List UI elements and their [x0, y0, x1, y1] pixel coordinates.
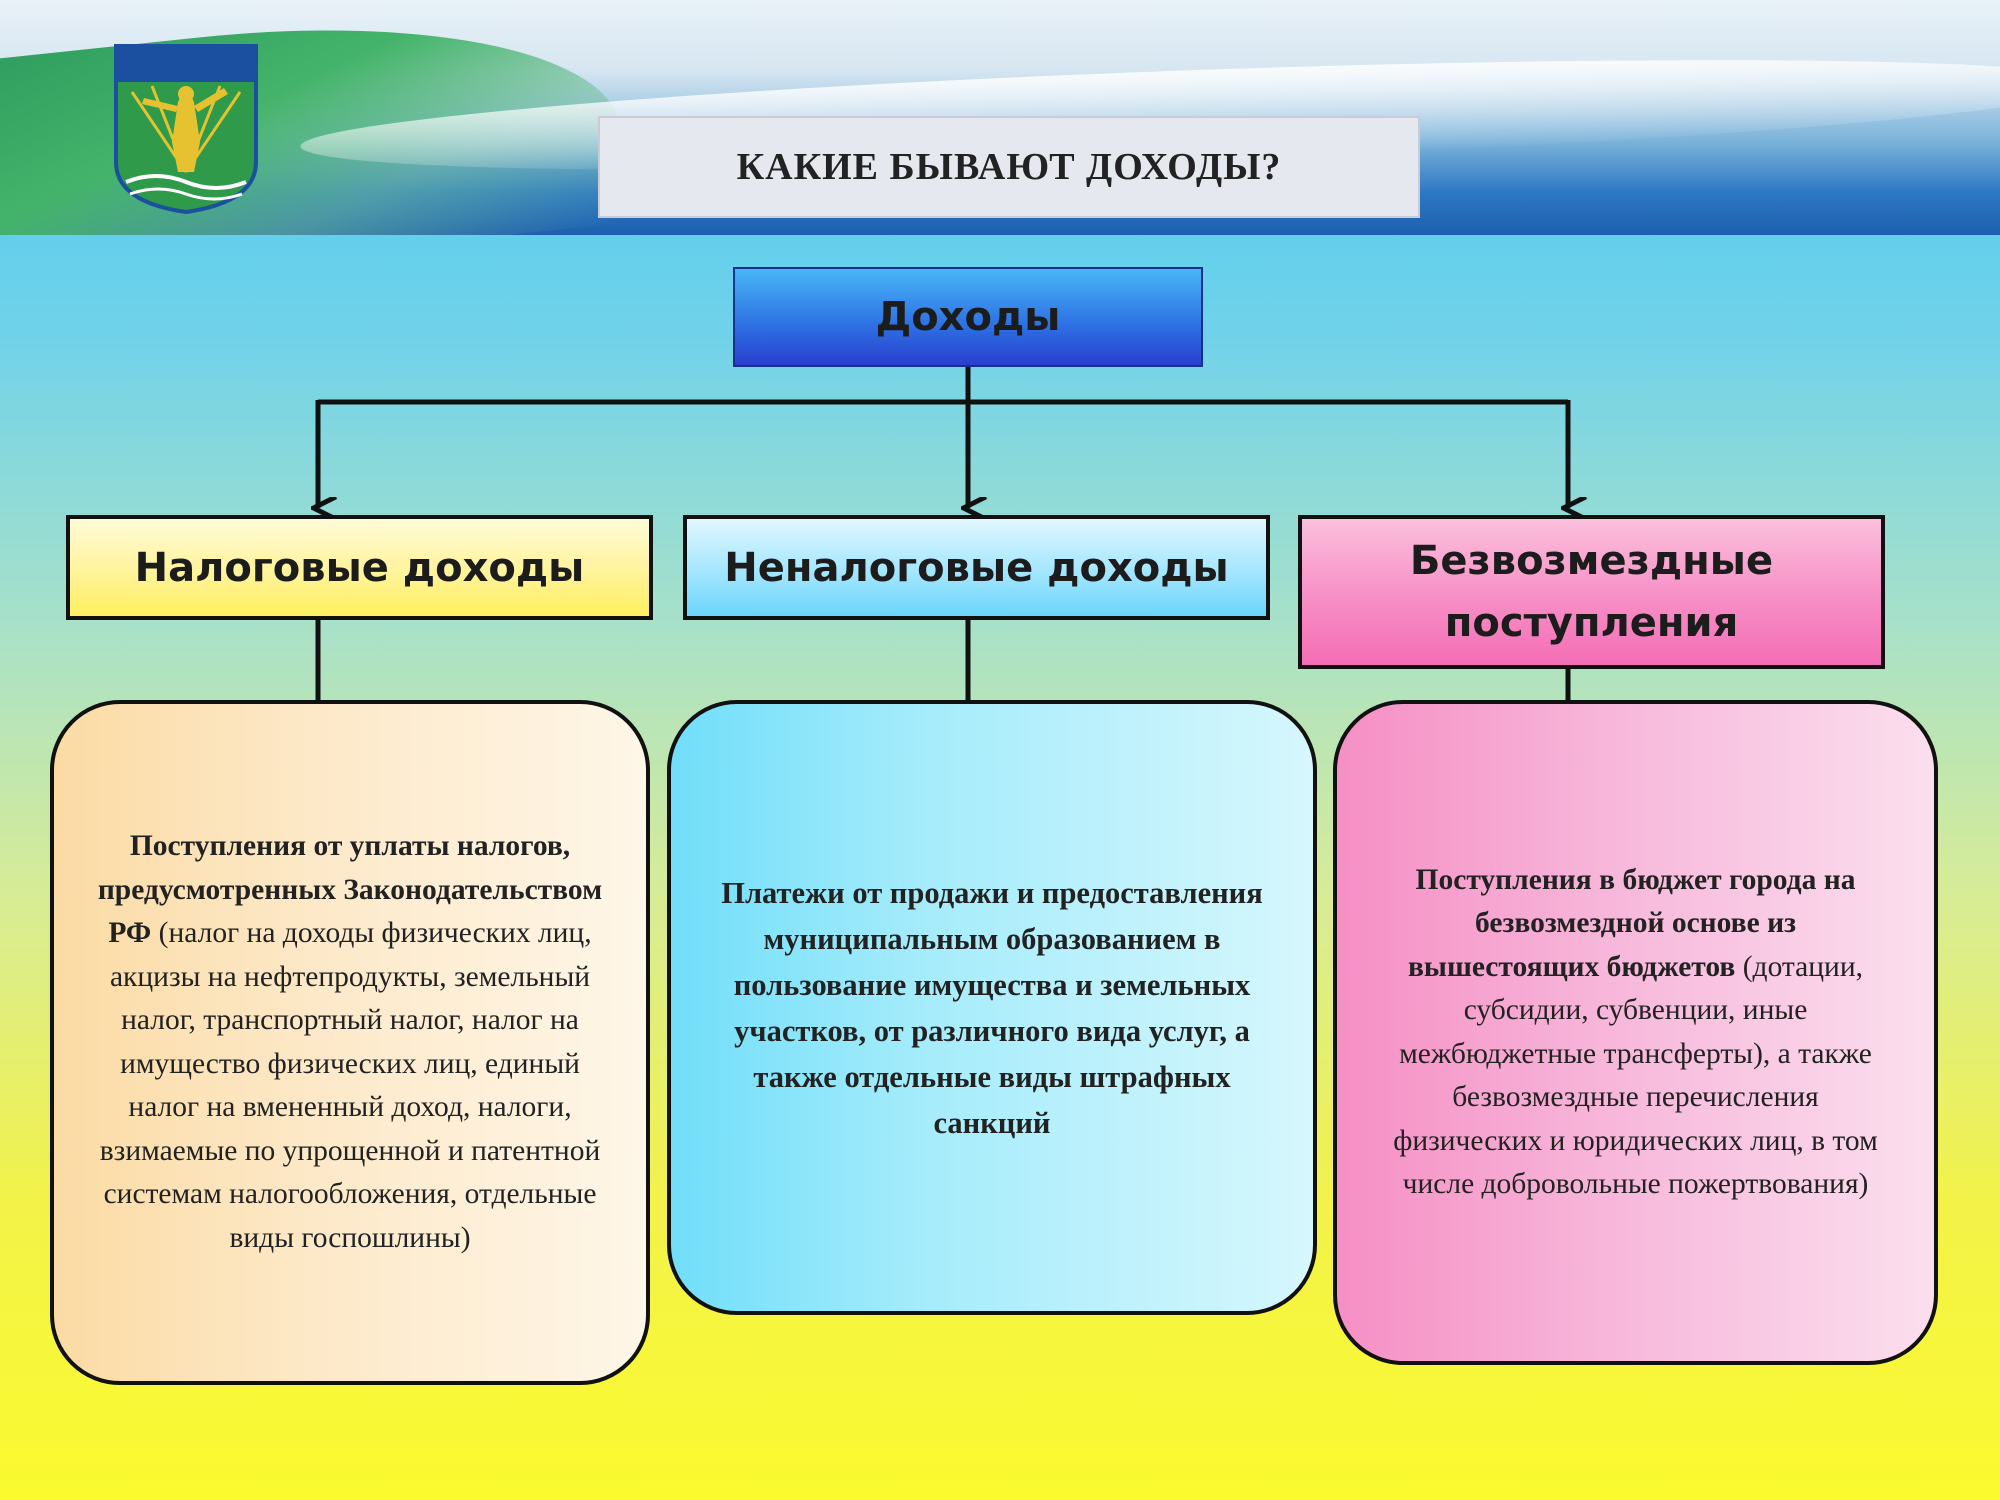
description-gratuitous-bold: Поступления в бюджет города на безвозмез… — [1407, 863, 1856, 983]
category-tax-income: Налоговые доходы — [66, 515, 653, 620]
description-gratuitous-rest: (дотации, субсидии, субвенции, иные межб… — [1393, 950, 1878, 1201]
description-nontax-text: Платежи от продажи и предоставления муни… — [716, 870, 1268, 1146]
city-coat-of-arms-icon — [114, 44, 258, 214]
page-title: КАКИЕ БЫВАЮТ ДОХОДЫ? — [598, 116, 1420, 218]
description-tax-bold: Поступления от уплаты налогов, предусмот… — [97, 830, 603, 949]
description-gratuitous-receipts: Поступления в бюджет города на безвозмез… — [1333, 700, 1938, 1365]
description-tax-text: Поступления от уплаты налогов, предусмот… — [94, 825, 606, 1260]
description-nontax-bold: Платежи от продажи и предоставления муни… — [721, 875, 1263, 1140]
description-nontax-income: Платежи от продажи и предоставления муни… — [667, 700, 1317, 1315]
root-node-income: Доходы — [733, 267, 1203, 367]
category-gratuitous-label: Безвозмездные поступления — [1409, 538, 1774, 646]
category-gratuitous-receipts: Безвозмездные поступления — [1298, 515, 1885, 669]
description-gratuitous-text: Поступления в бюджет города на безвозмез… — [1377, 859, 1894, 1207]
category-nontax-income: Неналоговые доходы — [683, 515, 1270, 620]
description-tax-rest: (налог на доходы физических лиц, акцизы … — [99, 917, 601, 1254]
description-tax-income: Поступления от уплаты налогов, предусмот… — [50, 700, 650, 1385]
